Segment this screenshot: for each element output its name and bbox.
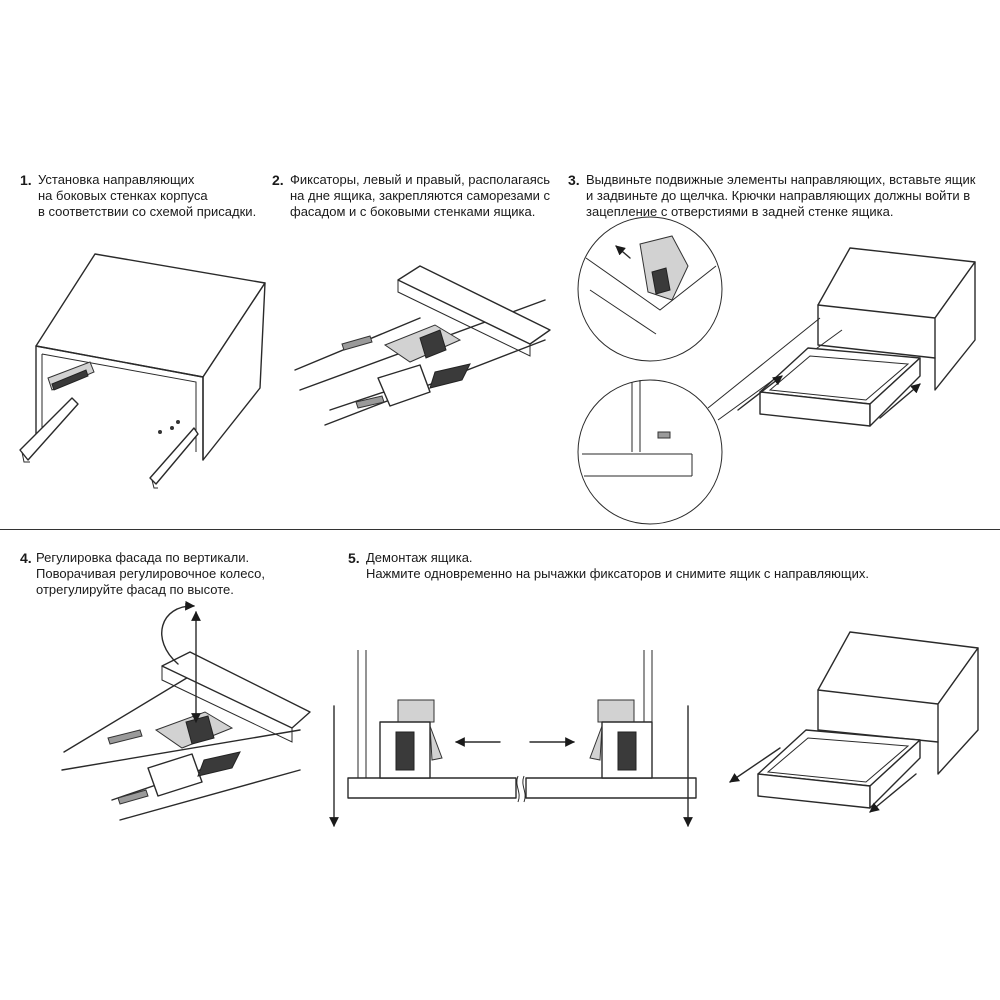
step-1-line-2: на боковых стенках корпуса — [38, 188, 208, 203]
step-4-line-2: Поворачивая регулировочное колесо, — [36, 566, 265, 581]
step-2-line-2: на дне ящика, закрепляются саморезами с — [290, 188, 551, 203]
step-4-line-1: Регулировка фасада по вертикали. — [36, 550, 250, 565]
step-1-line-1: Установка направляющих — [38, 172, 195, 187]
step-3-line-2: и задвиньте до щелчка. Крючки направляющ… — [586, 188, 971, 203]
step-1-instruction: 1. Установка направляющих на боковых сте… — [20, 172, 280, 222]
step-2-line-3: фасадом и с боковыми стенками ящика. — [290, 204, 536, 219]
step-4-line-3: отрегулируйте фасад по высоте. — [36, 582, 234, 597]
section-divider — [0, 529, 1000, 530]
step-2-line-1: Фиксаторы, левый и правый, располагаясь — [290, 172, 551, 187]
step-2-number: 2. — [272, 172, 284, 188]
detail-circle-hook — [577, 216, 723, 362]
remove-arrow-left — [729, 747, 781, 783]
step-3-insertion-illustration — [577, 216, 976, 525]
step-1-number: 1. — [20, 172, 32, 188]
step-4-number: 4. — [20, 550, 32, 566]
detail-circle-hole — [577, 379, 723, 525]
remove-arrow-right — [869, 773, 917, 813]
step-4-instruction: 4. Регулировка фасада по вертикали. Пово… — [20, 550, 280, 600]
step-5-instruction: 5. Демонтаж ящика. Нажмите одновременно … — [348, 550, 908, 584]
step-1-line-3: в соответствии со схемой присадки. — [38, 204, 257, 219]
step-2-fixator-illustration — [294, 265, 551, 426]
step-3-line-3: зацепление с отверстиями в задней стенке… — [586, 204, 894, 219]
step-5-line-2: Нажмите одновременно на рычажки фиксатор… — [366, 566, 869, 581]
step-5-line-1: Демонтаж ящика. — [366, 550, 473, 565]
insert-arrow-left — [737, 375, 783, 411]
step-1-cabinet-illustration — [19, 253, 266, 489]
step-3-instruction: 3. Выдвиньте подвижные элементы направля… — [568, 172, 988, 222]
step-2-instruction: 2. Фиксаторы, левый и правый, располагая… — [272, 172, 562, 222]
step-3-number: 3. — [568, 172, 580, 188]
rotation-arrow — [161, 600, 195, 665]
step-5-number: 5. — [348, 550, 360, 566]
step-4-adjustment-illustration — [61, 600, 311, 821]
insert-arrow-right — [879, 383, 921, 419]
step-5-removal-illustration — [329, 631, 979, 827]
step-3-line-1: Выдвиньте подвижные элементы направляющи… — [586, 172, 976, 187]
